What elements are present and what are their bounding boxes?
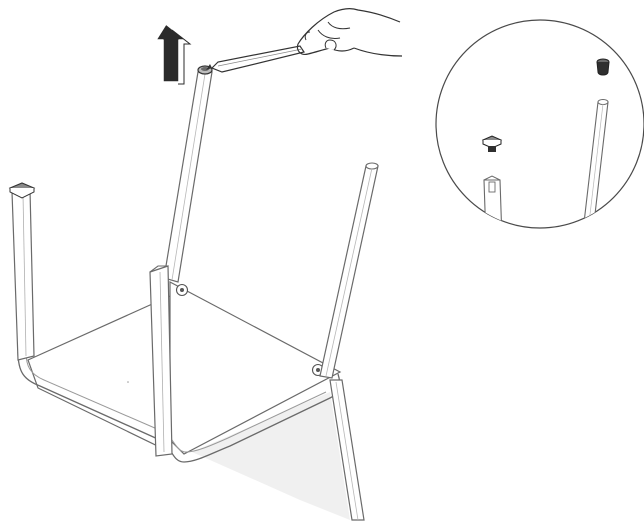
inset-round-cap bbox=[596, 58, 610, 76]
screwdriver-icon bbox=[206, 45, 305, 73]
leg-cap-square bbox=[8, 182, 36, 199]
inset-round-tube bbox=[581, 99, 609, 228]
seat-dot bbox=[127, 381, 129, 383]
leg-front-left bbox=[11, 189, 35, 361]
seat-left-panel bbox=[27, 295, 171, 453]
up-arrow-icon bbox=[155, 23, 192, 85]
leg-cap-round-lifted bbox=[197, 65, 213, 75]
chair-seat bbox=[17, 281, 342, 463]
detail-inset-border bbox=[435, 19, 644, 229]
hand-icon bbox=[296, 8, 403, 57]
seat-shadow bbox=[192, 392, 350, 520]
inset-square-tube bbox=[483, 175, 503, 228]
detail-inset bbox=[435, 19, 644, 229]
screw-hole-left bbox=[175, 283, 189, 297]
leg-back-right bbox=[319, 162, 379, 379]
leg-back-left bbox=[163, 71, 213, 283]
inset-square-cap bbox=[481, 135, 503, 152]
leg-rear-lower bbox=[329, 379, 365, 521]
leg-front-center bbox=[149, 265, 173, 457]
seat-rim-inner bbox=[25, 351, 327, 453]
